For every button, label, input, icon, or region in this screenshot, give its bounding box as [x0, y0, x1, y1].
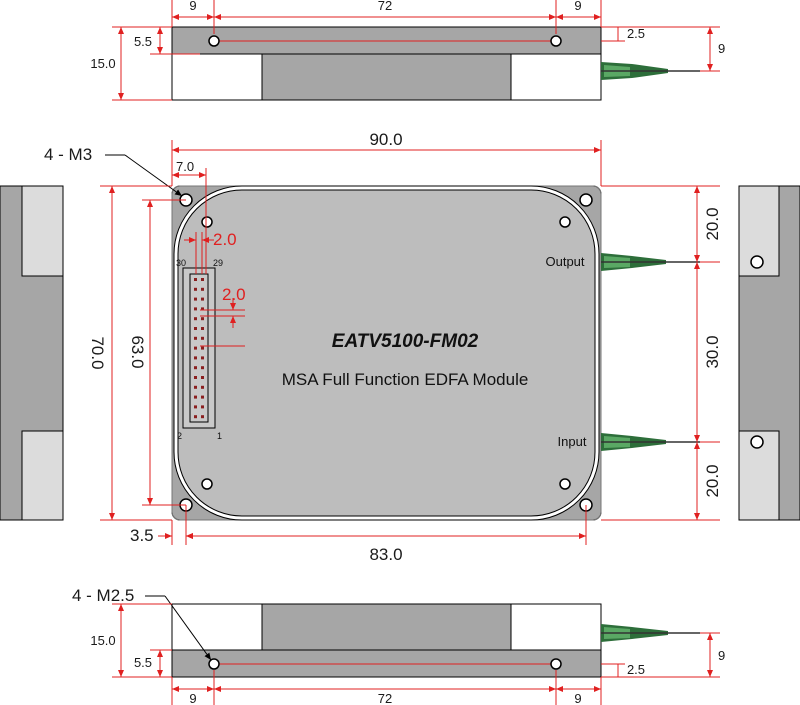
pin-connector: 30 29 2 1 [176, 258, 223, 441]
pin-2-label: 2 [177, 431, 182, 441]
top-fiber-boot [601, 62, 700, 80]
connector-pin [194, 327, 197, 330]
module-description: MSA Full Function EDFA Module [282, 370, 529, 389]
top-left-hole [208, 35, 220, 47]
connector-pins [194, 278, 204, 419]
pin-1-label: 1 [217, 431, 222, 441]
right-side-output-port [750, 255, 764, 269]
bottom-view: 4 - M2.5 15.0 5.5 9 72 9 2.5 9 [72, 586, 725, 705]
output-fiber [601, 253, 700, 271]
dim-total-height: 70.0 [88, 336, 107, 369]
dim-hole-span-x: 83.0 [369, 545, 402, 564]
main-view: 30 29 2 1 2.0 2.0 EATV5100-FM02 MSA Full… [44, 130, 722, 564]
connector-pin [201, 317, 204, 321]
connector-pin [201, 278, 204, 281]
input-fiber [601, 433, 700, 451]
bottom-dim-fiber-height: 9 [718, 648, 725, 663]
connector-pin [201, 405, 204, 409]
connector-pin [194, 336, 197, 340]
connector-pin [194, 346, 197, 350]
connector-pin [194, 385, 197, 389]
connector-pin [194, 395, 197, 399]
right-side-view [738, 185, 800, 521]
dim-port-top: 20.0 [703, 207, 722, 240]
connector-pin [201, 307, 204, 311]
pin-pitch-y-dim: 2.0 [222, 285, 246, 304]
connector-pin [194, 356, 197, 360]
screw-label-m2-5: 4 - M2.5 [72, 586, 134, 605]
bottom-dim-fiber-gap: 2.5 [627, 662, 645, 677]
pin-29-label: 29 [213, 258, 223, 268]
pin-pitch-x-dim: 2.0 [213, 230, 237, 249]
model-name: EATV5100-FM02 [332, 331, 479, 352]
top-dim-left: 9 [189, 0, 196, 13]
dim-hole-span-y: 63.0 [128, 335, 147, 368]
connector-pin [201, 376, 204, 379]
mount-hole-top-right [579, 193, 593, 207]
bottom-left-hole [208, 658, 220, 670]
top-dim-right: 9 [574, 0, 581, 13]
connector-pin [201, 327, 204, 330]
connector-pin [201, 287, 204, 291]
lid-hole-bottom-right [559, 478, 571, 490]
left-side-upper-pad [21, 185, 64, 277]
module-lid [177, 189, 596, 517]
connector-pin [201, 415, 204, 419]
connector-pin [194, 376, 197, 379]
lid-hole-bottom-left [201, 478, 213, 490]
bottom-dim-middle: 72 [378, 691, 392, 705]
lid-hole-top-left [201, 216, 213, 228]
connector-pin [194, 405, 197, 409]
top-right-hole [550, 35, 562, 47]
bottom-fiber-boot [601, 624, 700, 642]
bottom-dim-hole-offset: 5.5 [134, 655, 152, 670]
top-dim-middle: 72 [378, 0, 392, 13]
bottom-dim-left: 9 [189, 691, 196, 705]
connector-pin [201, 336, 204, 340]
connector-pin [194, 297, 197, 301]
input-port-label: Input [558, 434, 587, 449]
left-side-lower-pad [21, 430, 64, 521]
dim-edge-offset: 3.5 [130, 526, 154, 545]
dim-port-between: 30.0 [703, 335, 722, 368]
bottom-dim-right: 9 [574, 691, 581, 705]
connector-pin [194, 307, 197, 311]
top-view: 9 72 9 5.5 15.0 2.5 9 [90, 0, 725, 101]
connector-pin [194, 278, 197, 281]
left-side-view [0, 185, 64, 521]
lid-hole-top-right [559, 216, 571, 228]
screw-label-m3: 4 - M3 [44, 145, 92, 164]
connector-pin [194, 366, 197, 370]
bottom-view-center-block [261, 603, 512, 651]
bottom-right-hole [550, 658, 562, 670]
right-side-input-port [750, 435, 764, 449]
connector-pin [201, 366, 204, 370]
connector-pin [201, 395, 204, 399]
connector-pin [201, 297, 204, 301]
connector-pin [201, 346, 204, 350]
dim-port-bottom: 20.0 [703, 464, 722, 497]
dim-total-width: 90.0 [369, 130, 402, 149]
connector-pin [194, 415, 197, 419]
top-dim-fiber-gap: 2.5 [627, 26, 645, 41]
output-port-label: Output [545, 254, 584, 269]
top-view-center-block [261, 53, 512, 101]
connector-pin [201, 385, 204, 389]
dim-connector-offset: 7.0 [176, 159, 194, 174]
pin-30-label: 30 [176, 258, 186, 268]
connector-pin [201, 356, 204, 360]
bottom-dim-height: 15.0 [90, 633, 115, 648]
top-dim-height: 15.0 [90, 56, 115, 71]
connector-pin [194, 287, 197, 291]
top-dim-fiber-height: 9 [718, 41, 725, 56]
connector-pin [194, 317, 197, 321]
top-dim-hole-offset: 5.5 [134, 34, 152, 49]
